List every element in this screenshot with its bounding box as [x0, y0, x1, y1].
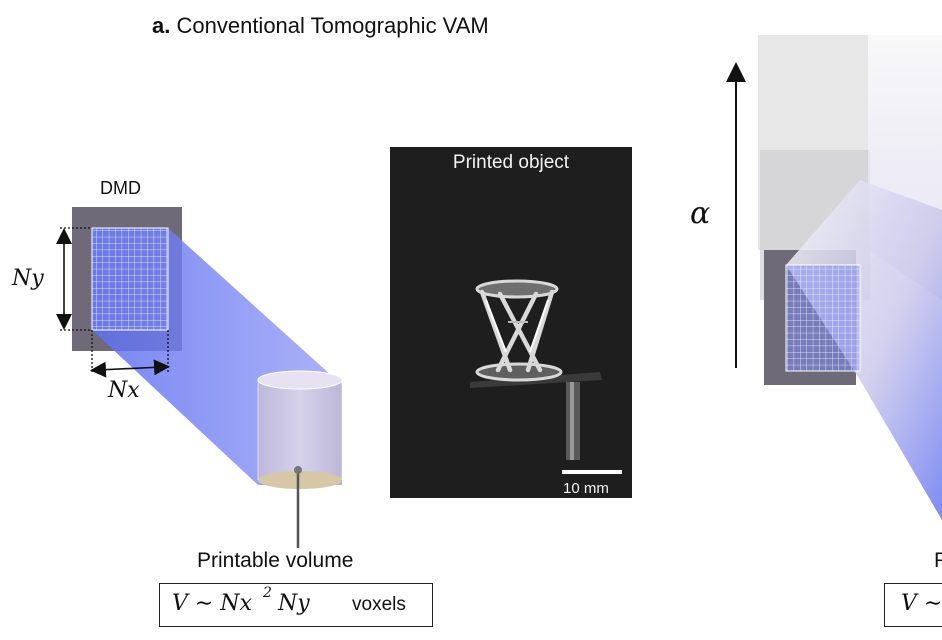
scale-bar [562, 470, 622, 474]
equation-lhs: V ∼ Nx [172, 591, 252, 616]
nx-label: Nx [108, 378, 140, 403]
printed-object-label: Printed object [452, 152, 570, 173]
panel-title-text: Conventional Tomographic VAM [176, 13, 489, 38]
lattice-object [475, 279, 563, 382]
panel-letter: a. [152, 13, 171, 38]
right-partial-label: P [934, 549, 942, 572]
equation-rhs: Ny [278, 591, 310, 616]
scale-bar-label: 10 mm [563, 480, 609, 497]
dmd-label: DMD [100, 178, 141, 198]
right-equation-box: V ∼ [884, 583, 942, 627]
printable-volume-cylinder [257, 370, 343, 489]
printable-volume-label: Printable volume [197, 549, 354, 572]
right-equation-partial: V ∼ [901, 591, 942, 616]
voxel-equation-box: V ∼ Nx 2 Ny voxels [159, 583, 433, 627]
equation-unit: voxels [352, 594, 406, 615]
ny-label: Ny [12, 266, 44, 291]
equation-exponent: 2 [263, 585, 272, 601]
nx-dimension-arrow [90, 359, 170, 378]
panel-title: a. Conventional Tomographic VAM [152, 13, 489, 39]
alpha-label: α [690, 196, 711, 231]
